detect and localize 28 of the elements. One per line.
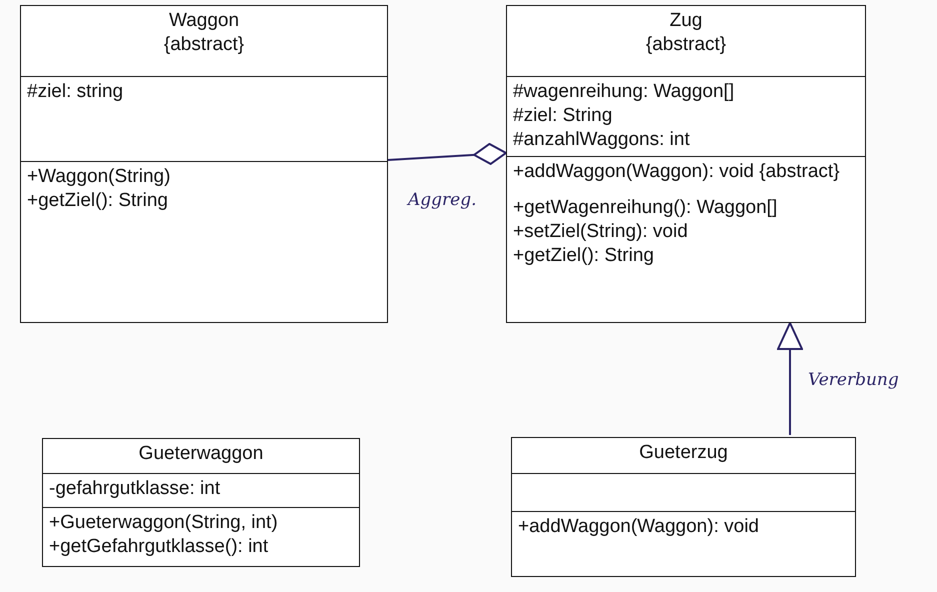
method-text: +Waggon(String) [27, 165, 172, 189]
class-name: Zug [668, 9, 704, 33]
class-box [42, 438, 360, 567]
class-name: Gueterwaggon [138, 442, 264, 466]
edge-label: Vererbung [808, 370, 899, 390]
method-text: +getWagenreihung(): Waggon[] [513, 196, 778, 220]
attribute-text: #anzahlWaggons: int [513, 128, 691, 152]
attribute-text: -gefahrgutklasse: int [49, 477, 222, 501]
method-text: +addWaggon(Waggon): void {abstract} [513, 160, 841, 184]
method-text: +addWaggon(Waggon): void [518, 515, 760, 539]
stereotype-label: {abstract} [162, 33, 246, 57]
edge-label: Aggreg. [408, 190, 477, 210]
attribute-text: #ziel: String [513, 104, 614, 128]
method-text: +getZiel(): String [513, 244, 655, 268]
stereotype-label: {abstract} [644, 33, 728, 57]
method-text: +getZiel(): String [27, 189, 169, 213]
class-box [511, 437, 856, 577]
class-name: Waggon [168, 9, 240, 33]
class-box [506, 5, 866, 323]
attribute-text: #ziel: string [27, 80, 124, 104]
class-name: Gueterzug [638, 441, 729, 465]
method-text: +setZiel(String): void [513, 220, 689, 244]
method-text: +Gueterwaggon(String, int) [49, 511, 279, 535]
inheritance-arrow [777, 322, 803, 435]
method-text: +getGefahrgutklasse(): int [49, 535, 270, 559]
attribute-text: #wagenreihung: Waggon[] [513, 80, 736, 104]
class-box [20, 5, 388, 323]
aggregation-connector [388, 142, 507, 165]
